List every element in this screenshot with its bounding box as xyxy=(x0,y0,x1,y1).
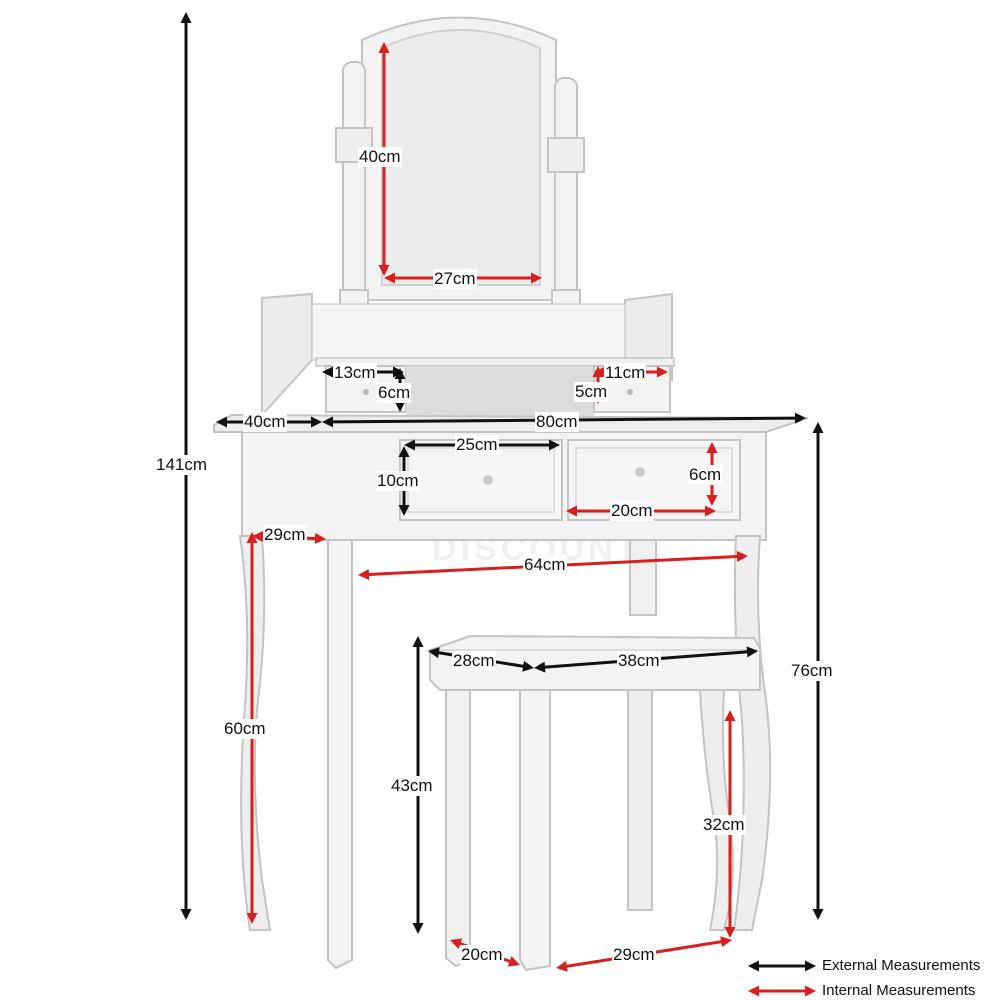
table-height-label: 76cm xyxy=(790,661,834,681)
stool xyxy=(429,634,761,972)
drawer-small-right-width-label: 11cm xyxy=(604,363,647,383)
mirror xyxy=(361,16,557,301)
drawer-small-left-width-label: 13cm xyxy=(333,363,377,383)
drawer-inner-height-label: 6cm xyxy=(688,465,723,485)
drawer-large-width-label: 25cm xyxy=(455,435,499,455)
drawer-small-right-height-label: 5cm xyxy=(574,382,609,402)
drawer-large-height-label: 10cm xyxy=(376,471,420,491)
stool-depth-label: 28cm xyxy=(452,651,496,671)
stool-leg-depth-gap-label: 20cm xyxy=(460,945,504,965)
total-height-label: 141cm xyxy=(155,455,209,475)
legend-external-arrow xyxy=(748,960,816,972)
legend-internal-label: Internal Measurements xyxy=(822,982,976,999)
mirror-width-label: 27cm xyxy=(433,269,477,289)
stool-width-label: 38cm xyxy=(617,651,661,671)
back-panel xyxy=(261,292,673,418)
drawer-small-left-height-label: 6cm xyxy=(377,383,412,403)
legend-internal-arrow xyxy=(748,985,816,997)
leg-depth-gap-label: 29cm xyxy=(263,525,307,545)
leg-height-label: 60cm xyxy=(223,719,267,739)
table-legs xyxy=(238,535,772,970)
legend-external-label: External Measurements xyxy=(822,957,981,974)
leg-width-gap-label: 64cm xyxy=(523,555,567,575)
table-width-label: 80cm xyxy=(535,412,579,432)
stool-leg-height-label: 32cm xyxy=(702,815,746,835)
stool-leg-width-gap-label: 29cm xyxy=(612,945,656,965)
stool-height-label: 43cm xyxy=(390,776,434,796)
table-depth-label: 40cm xyxy=(243,412,287,432)
mirror-height-label: 40cm xyxy=(358,147,402,167)
drawer-inner-width-label: 20cm xyxy=(610,501,654,521)
